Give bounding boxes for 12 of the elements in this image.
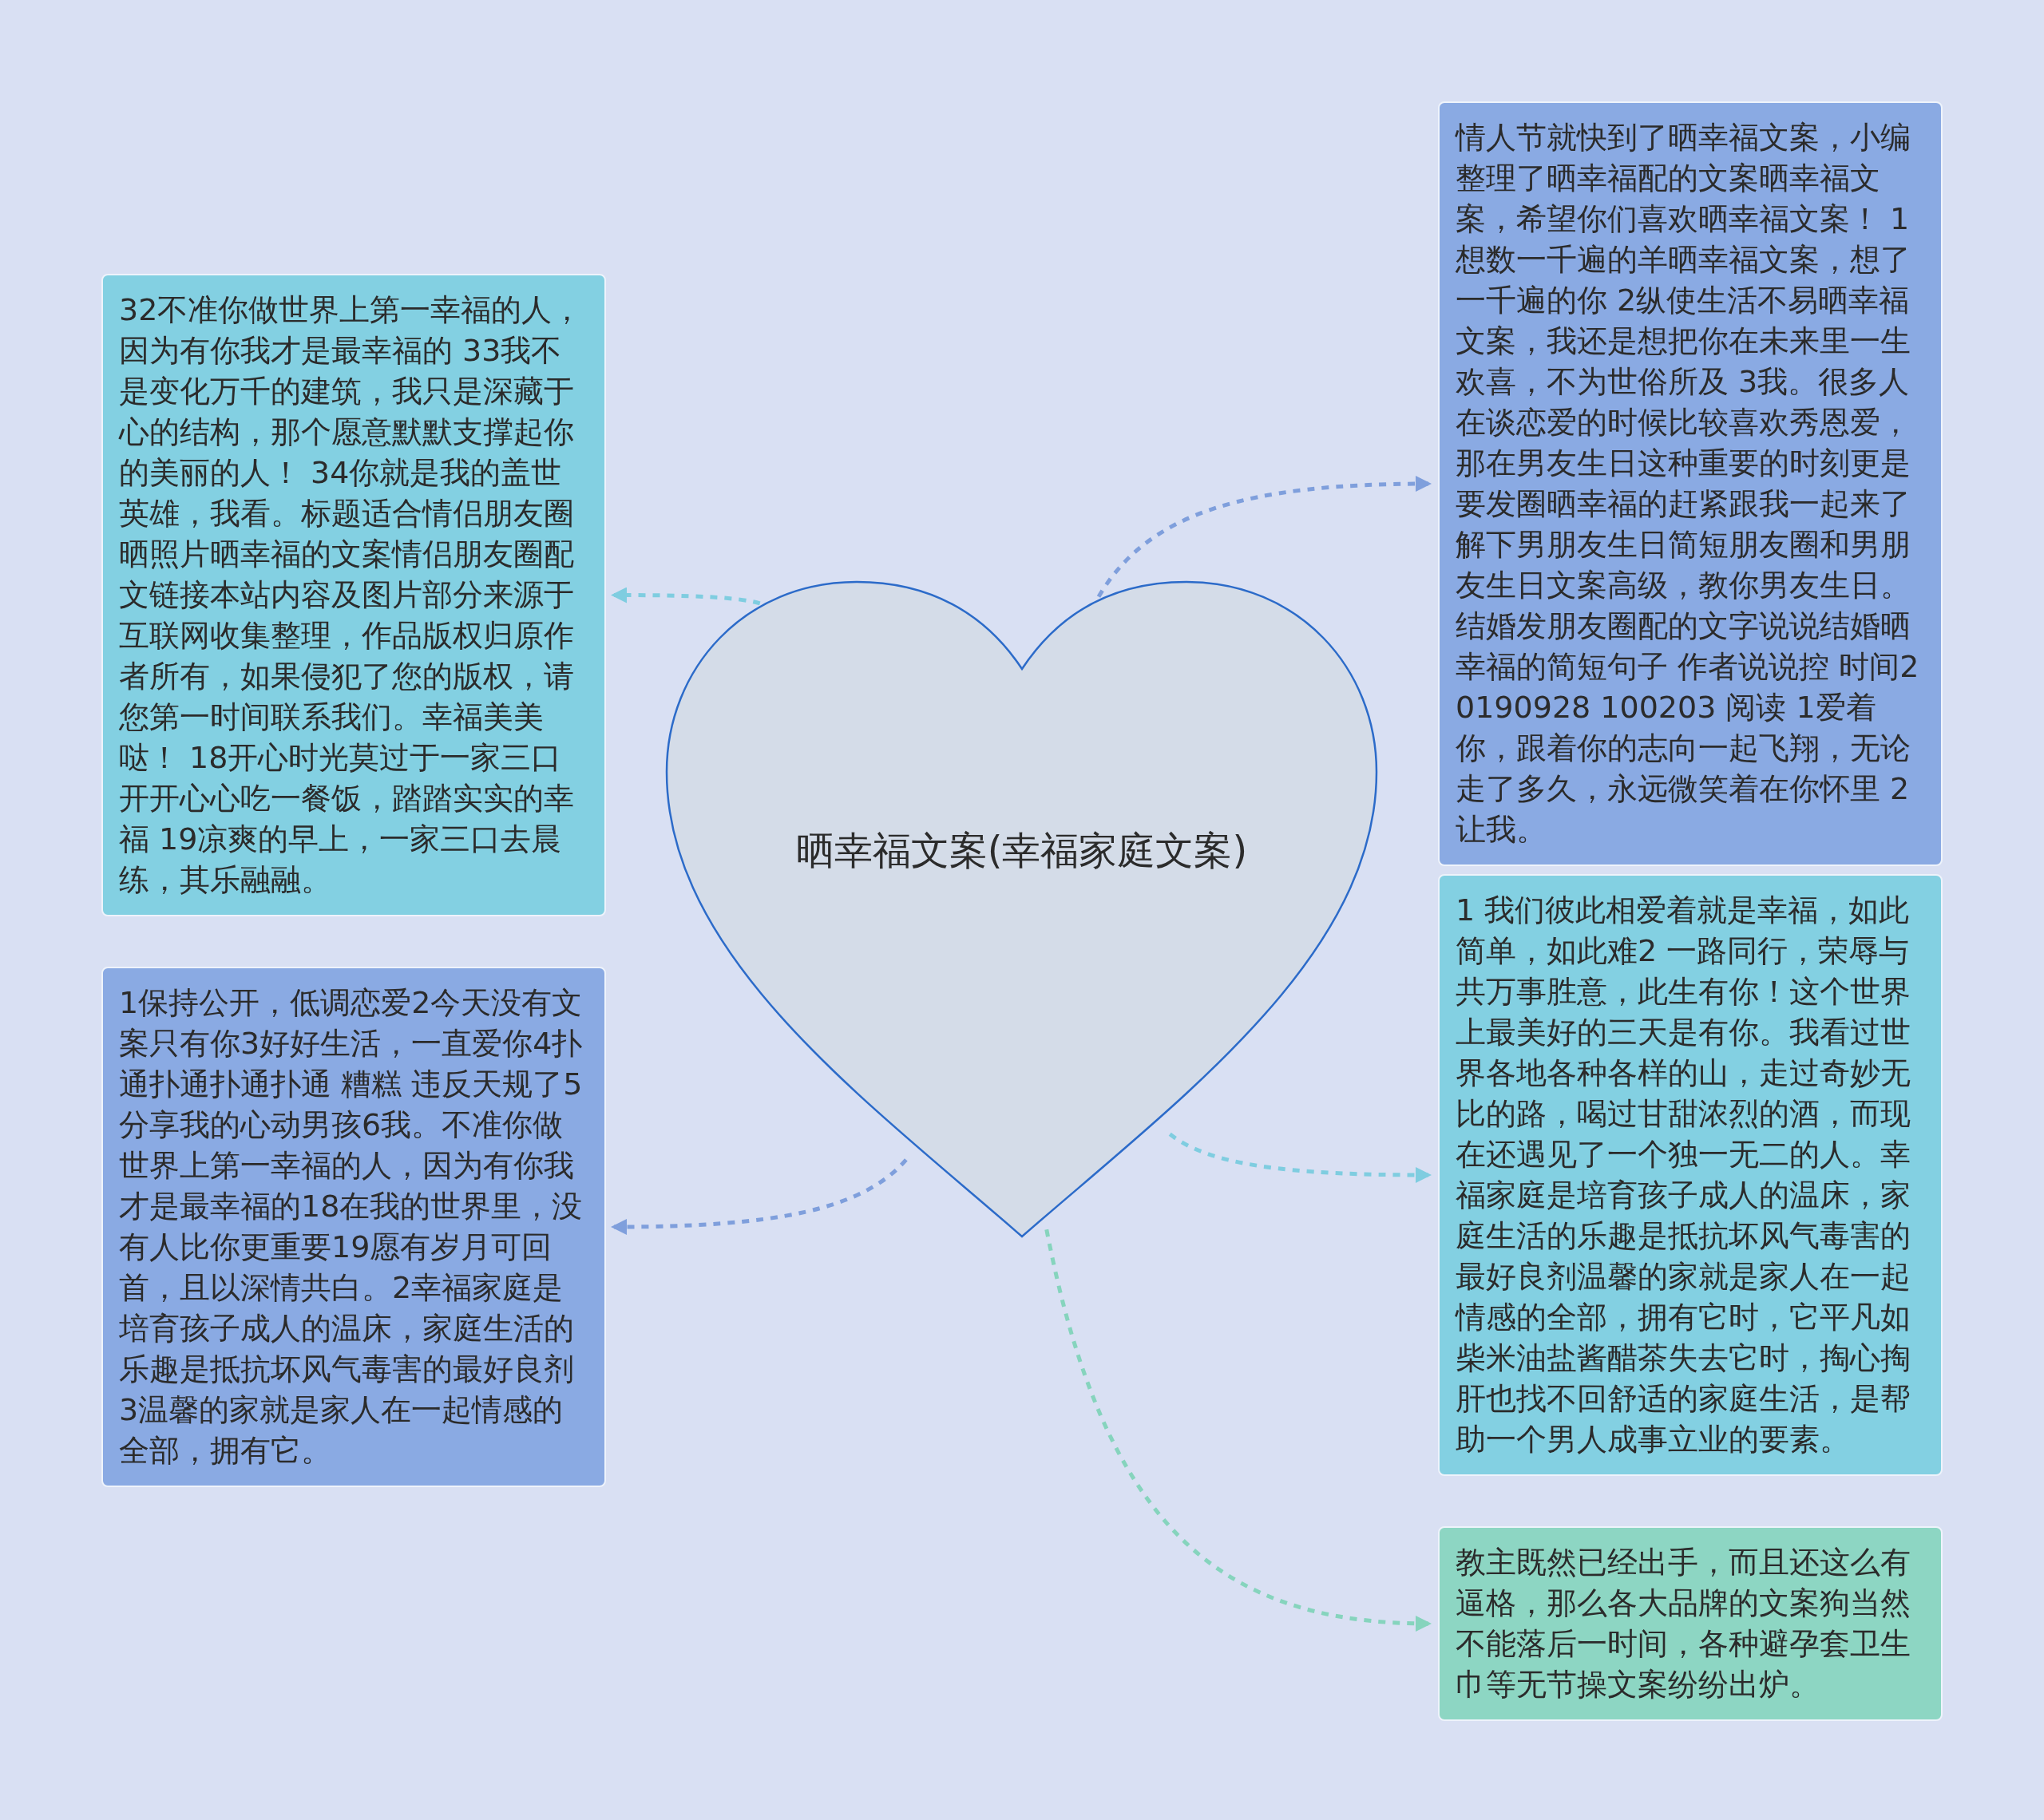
dashed-arrow bbox=[1044, 1228, 1432, 1632]
card-text: 情人节就快到了晒幸福文案，小编整理了晒幸福配的文案晒幸福文案，希望你们喜欢晒幸福文案！ 1想数一千遍的羊晒幸福文案，想了一千遍的你 2纵使生活不易晒幸福文案，我还是想把你在未来里一生欢喜，不为世俗所及 3我。很多人在谈恋爱的时候比较喜欢秀恩爱，那在男友生日这种重要的时刻更是要发圈晒幸福的赶紧跟我一起来了解下男朋友生日简短朋友圈和男朋友生日文案高级，教你男友生日。结婚发朋友圈配的文字说说结婚晒幸福的简短句子 作者说说控 时间20190928 100203 阅读 1爱着你，跟着你的志向一起飞翔，无论走了多久，永远微笑着在你怀里 2让我。 bbox=[1456, 119, 1920, 849]
dashed-arrow bbox=[1096, 476, 1432, 598]
card-text: 教主既然已经出手，而且还这么有逼格，那么各大品牌的文案狗当然不能落后一时间，各种避孕套卫生巾等无节操文案纷纷出炉。 bbox=[1456, 1544, 1911, 1703]
dashed-arrow bbox=[611, 1158, 908, 1235]
topic-text: 晒幸福文案(幸福家庭文案) bbox=[794, 827, 1249, 874]
card-text: 1保持公开，低调恋爱2今天没有文案只有你3好好生活，一直爱你4扑通扑通扑通扑通 糟糕 违反天规了5分享我的心动男孩6我。不准你做世界上第一幸福的人，因为有你我才是最幸福的18在我的世界里，没有人比你更重要19愿有岁月可回首，且以深情共白。2幸福家庭是培育孩子成人的温床，家庭生活的乐趣是抵抗坏风气毒害的最好良剂3温馨的家就是家人在一起情感的全部，拥有它。 bbox=[119, 984, 584, 1470]
dashed-arrow bbox=[611, 587, 761, 606]
dashed-arrow bbox=[1168, 1132, 1432, 1183]
text-card bbox=[1438, 1526, 1943, 1721]
card-text: 1 我们彼此相爱着就是幸福，如此简单，如此难2 一路同行，荣辱与共万事胜意，此生有你！这个世界上最美好的三天是有你。我看过世界各地各种各样的山，走过奇妙无比的路，喝过甘甜浓烈的酒，而现在还遇见了一个独一无二的人。幸福家庭是培育孩子成人的温床，家庭生活的乐趣是抵抗坏风气毒害的最好良剂温馨的家就是家人在一起情感的全部，拥有它时，它平凡如柴米油盐酱醋茶失去它时，掏心掏肝也找不回舒适的家庭生活，是帮助一个男人成事立业的要素。 bbox=[1456, 892, 1911, 1458]
card-text: 32不准你做世界上第一幸福的人，因为有你我才是最幸福的 33我不是变化万千的建筑，我只是深藏于心的结构，那个愿意默默支撑起你的美丽的人！ 34你就是我的盖世英雄，我看。标题适合情侣朋友圈晒照片晒幸福的文案情侣朋友圈配文链接本站内容及图片部分来源于互联网收集整理，作品版权归原作者所有，如果侵犯了您的版权，请您第一时间联系我们。幸福美美哒！ 18开心时光莫过于一家三口开开心心吃一餐饭，踏踏实实的幸福 19凉爽的早上，一家三口去晨练，其乐融融。 bbox=[119, 291, 584, 899]
